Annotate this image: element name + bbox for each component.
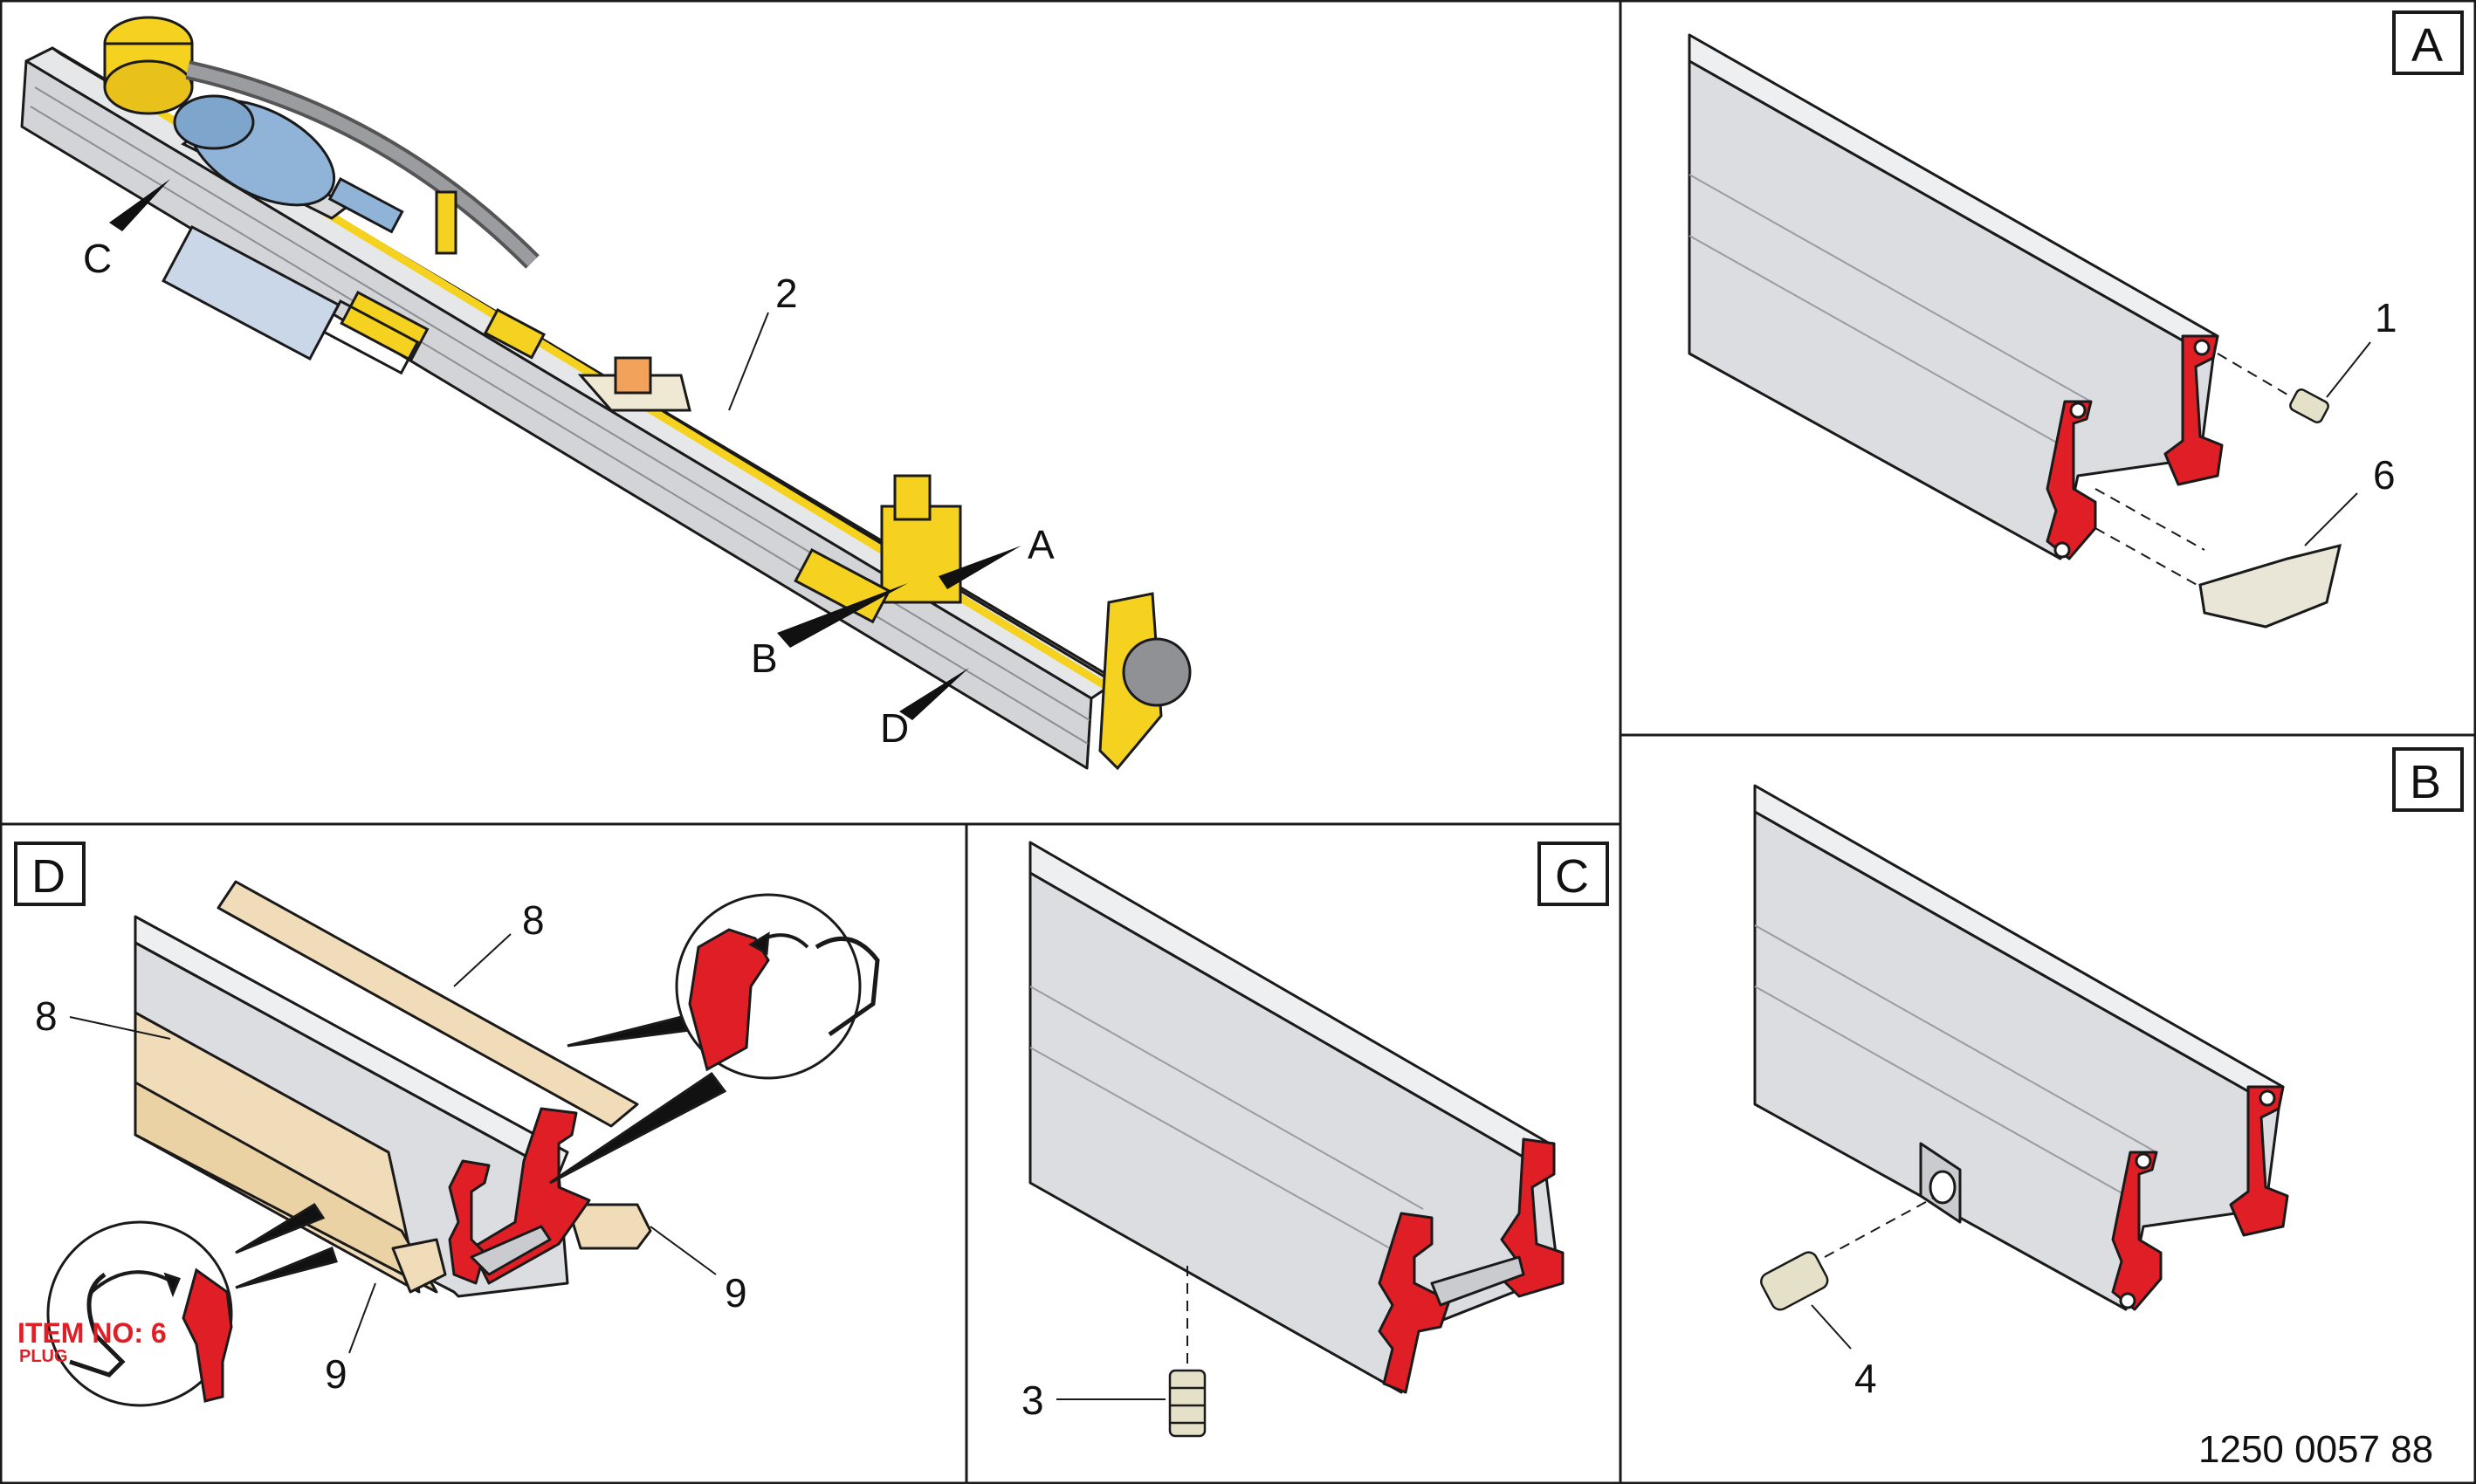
rail-profile-c bbox=[1028, 841, 1565, 1394]
callout-d-label: D bbox=[880, 705, 909, 751]
detail-circle-bottom bbox=[46, 1202, 338, 1407]
panel-a: A 1 6 bbox=[1688, 10, 2464, 629]
plug-callout-name: PLUG bbox=[19, 1347, 68, 1366]
rail-profile-a bbox=[1688, 33, 2224, 560]
item-9-label-bottom: 9 bbox=[325, 1351, 347, 1397]
panel-b: B 4 1250 0057 88 bbox=[1753, 747, 2464, 1471]
item-3-label: 3 bbox=[1021, 1378, 1044, 1423]
panel-c: C 3 bbox=[1021, 841, 1609, 1438]
callout-a-label: A bbox=[1028, 522, 1055, 567]
callout-pointers bbox=[109, 179, 1021, 720]
item-8-label-left: 8 bbox=[35, 993, 58, 1039]
panel-d: D bbox=[14, 842, 880, 1407]
plug-6 bbox=[2198, 543, 2342, 629]
document-number: 1250 0057 88 bbox=[2198, 1428, 2433, 1471]
set-screw-4 bbox=[1760, 1251, 1829, 1311]
item-2-label: 2 bbox=[775, 271, 798, 316]
set-screw-3 bbox=[1168, 1369, 1207, 1438]
panel-a-box bbox=[2392, 10, 2464, 75]
item-8-label-top: 8 bbox=[522, 897, 545, 943]
rail-profile-d bbox=[134, 880, 652, 1298]
panel-c-box-label: C bbox=[1555, 850, 1589, 903]
item-6-label: 6 bbox=[2373, 452, 2396, 498]
panel-b-box bbox=[2392, 747, 2464, 812]
rail-profile-b bbox=[1753, 784, 2289, 1311]
plug-callout-item: ITEM NO: 6 bbox=[17, 1317, 167, 1349]
panel-b-box-label: B bbox=[2410, 756, 2441, 808]
callout-c-label: C bbox=[83, 236, 112, 281]
item-4-label: 4 bbox=[1854, 1356, 1877, 1401]
panel-d-box-label: D bbox=[31, 850, 65, 903]
detail-circle-top bbox=[549, 893, 880, 1185]
item-1-label: 1 bbox=[2375, 295, 2397, 340]
panel-c-box bbox=[1537, 842, 1609, 906]
set-screw-1 bbox=[2289, 388, 2329, 424]
motor-assembly bbox=[103, 16, 547, 375]
main-assembly-view: C 2 A B D bbox=[20, 16, 1192, 771]
item-9-label-right: 9 bbox=[725, 1270, 747, 1316]
rail-track bbox=[20, 46, 1129, 770]
panel-d-box bbox=[14, 842, 86, 906]
end-bracket bbox=[1098, 592, 1192, 771]
middle-carriage bbox=[577, 356, 691, 412]
callout-b-label: B bbox=[751, 636, 778, 681]
panel-a-box-label: A bbox=[2411, 19, 2443, 72]
